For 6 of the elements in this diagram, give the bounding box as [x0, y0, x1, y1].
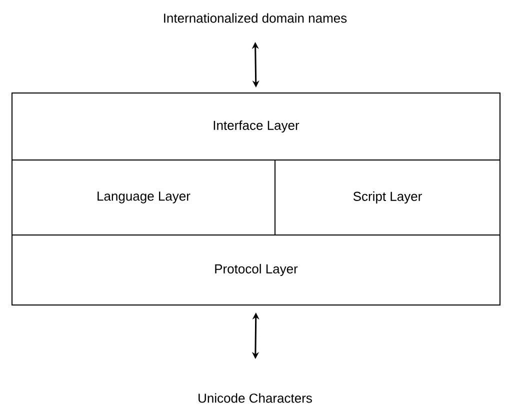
caption-text: Internationalized domain names: [164, 13, 347, 23]
caption-text: Unicode Characters: [198, 393, 312, 403]
layer-box: Script Layer: [274, 160, 500, 236]
layer-box: Language Layer: [12, 160, 276, 236]
layer-box: Protocol Layer: [12, 234, 500, 306]
layer-box: Interface Layer: [12, 92, 500, 160]
